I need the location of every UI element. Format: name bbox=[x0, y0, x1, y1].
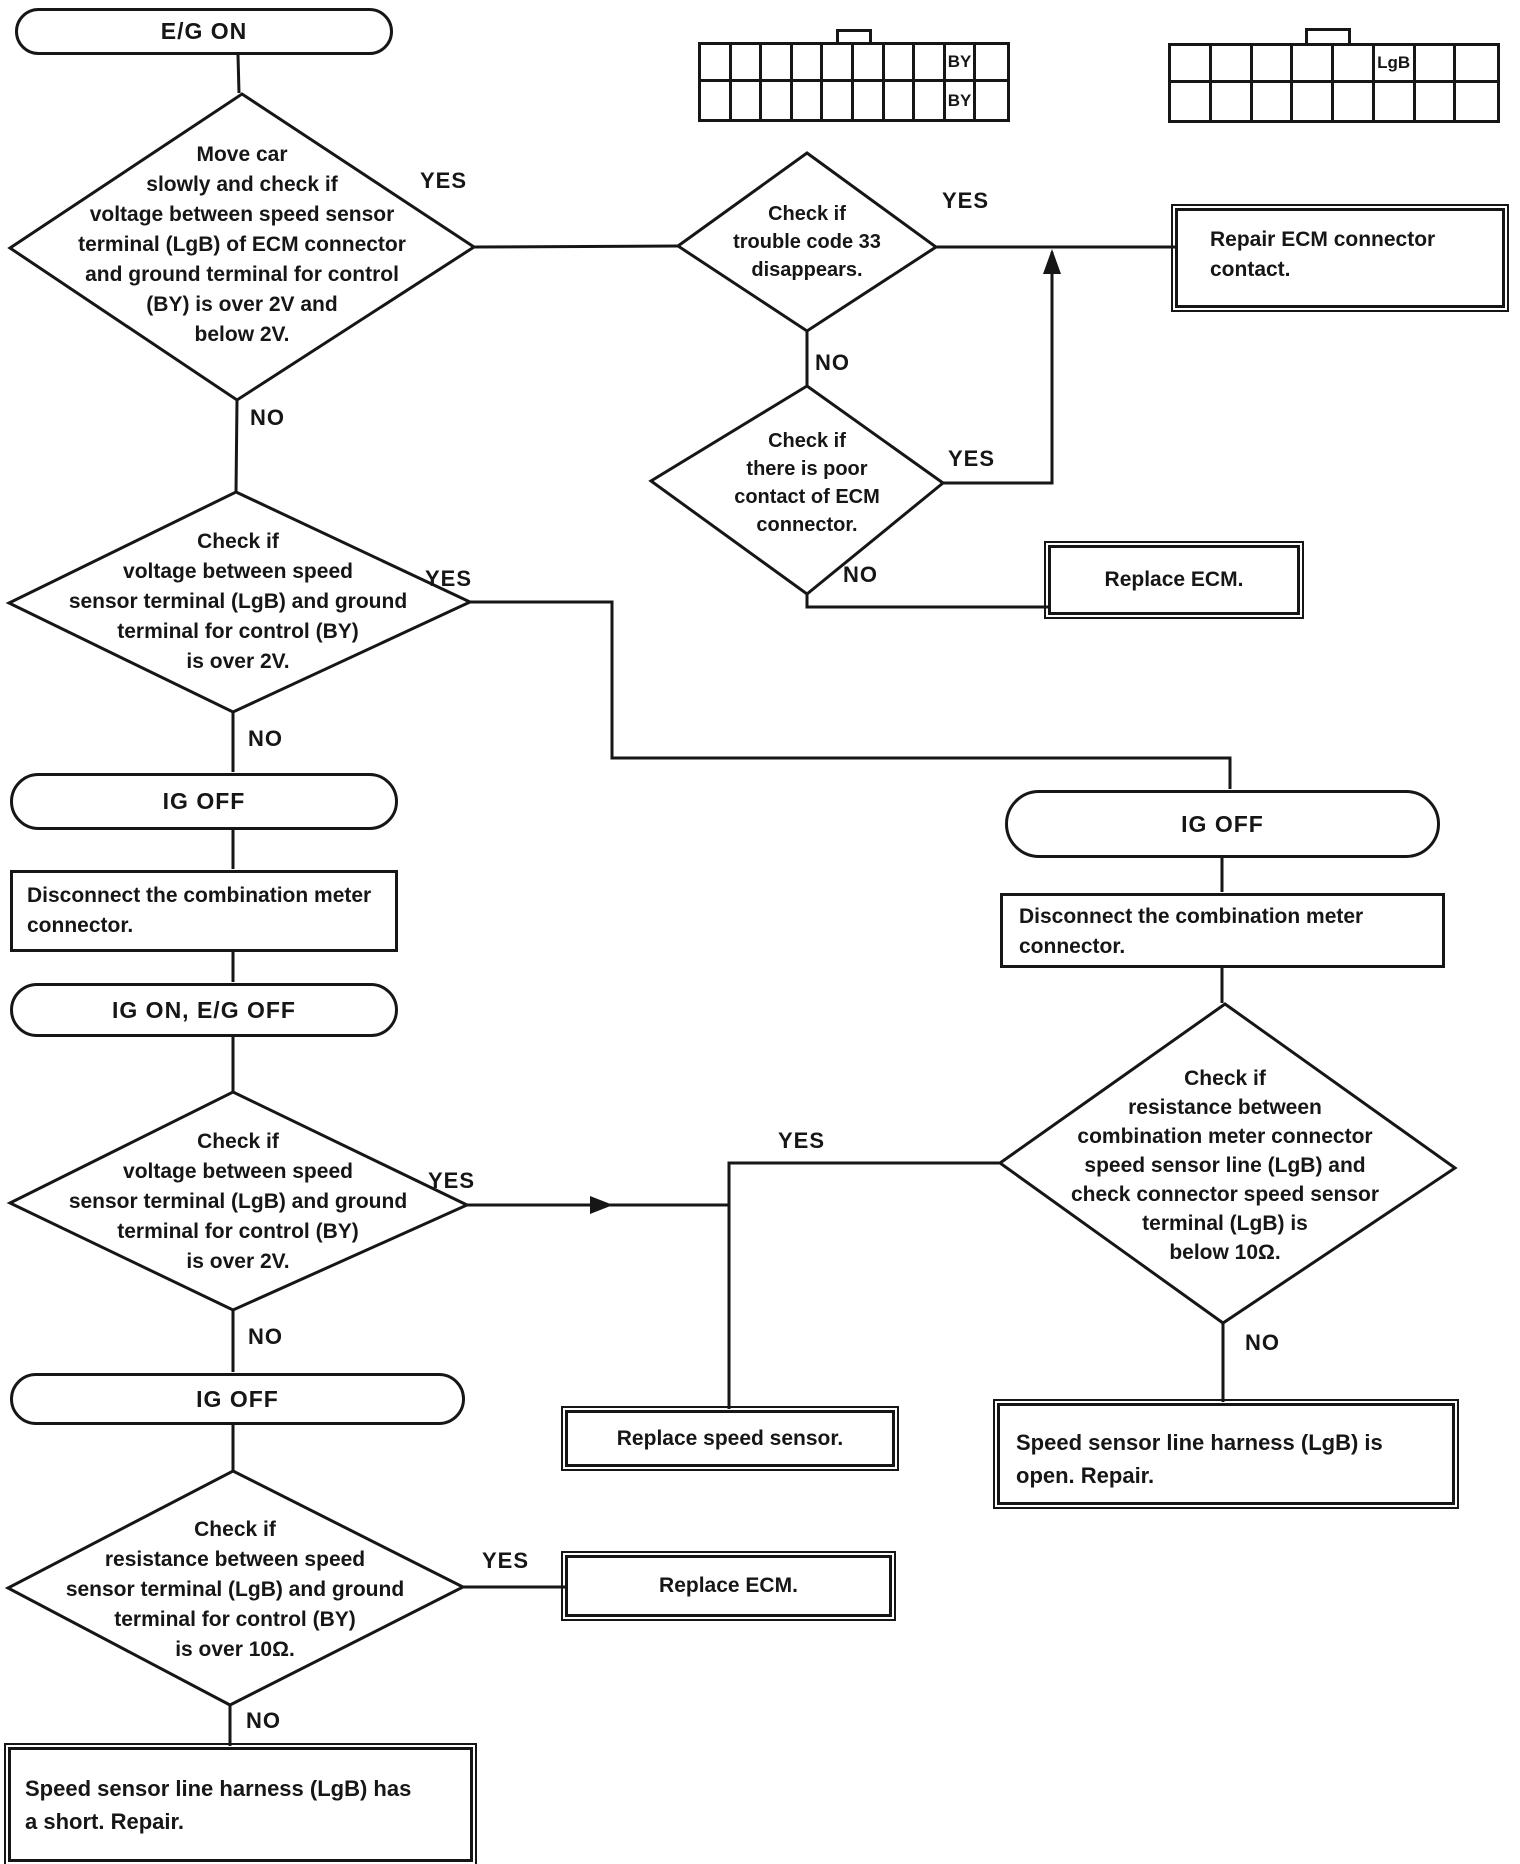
terminator-ig-off-right: IG OFF bbox=[1005, 790, 1440, 858]
arrow-up-icon bbox=[1043, 249, 1061, 274]
pin-lgb: LgB bbox=[1374, 46, 1416, 83]
pin-by-1: BY bbox=[945, 45, 977, 82]
label-code33-yes: YES bbox=[942, 188, 990, 213]
ecm-connector-pinout: BY BY bbox=[698, 42, 1010, 122]
check-connector-pinout: LgB bbox=[1168, 43, 1500, 123]
terminator-eg-on: E/G ON bbox=[15, 8, 393, 55]
terminator-ig-off-2: IG OFF bbox=[10, 1373, 465, 1425]
label-d4-yes: YES bbox=[482, 1548, 530, 1573]
label-d3-yes: YES bbox=[428, 1168, 476, 1193]
decision-voltage-over-2v-2: Check if voltage between speed sensor te… bbox=[68, 1130, 408, 1273]
label-d1-no: NO bbox=[250, 405, 285, 430]
decision-resistance-over-10ohm: Check if resistance between speed sensor… bbox=[65, 1518, 405, 1661]
label-d1-yes: YES bbox=[420, 168, 468, 193]
process-disconnect-meter-right: Disconnect the combination meter connect… bbox=[1000, 893, 1445, 968]
label-d4-no: NO bbox=[246, 1708, 281, 1733]
process-disconnect-meter-left: Disconnect the combination meter connect… bbox=[10, 870, 398, 952]
decision-poor-contact: Check if there is poor contact of ECM co… bbox=[734, 430, 880, 536]
label-d2-yes: YES bbox=[425, 566, 473, 591]
decision-move-car-voltage: Move car slowly and check if voltage bet… bbox=[78, 143, 406, 346]
label-right-yes: YES bbox=[778, 1128, 826, 1153]
edge-right-yes bbox=[727, 1161, 1000, 1409]
label-right-no: NO bbox=[1245, 1330, 1280, 1355]
label-poor-no: NO bbox=[843, 562, 878, 587]
result-replace-ecm-top: Replace ECM. bbox=[1044, 541, 1304, 619]
label-d3-no: NO bbox=[248, 1324, 283, 1349]
pin-by-2: BY bbox=[946, 82, 977, 119]
decision-resistance-below-10ohm: Check if resistance between combination … bbox=[1070, 1067, 1380, 1264]
label-code33-no: NO bbox=[815, 350, 850, 375]
decision-trouble-code-33: Check if trouble code 33 disappears. bbox=[733, 203, 881, 281]
terminator-ig-off-1: IG OFF bbox=[10, 773, 398, 830]
result-replace-speed-sensor: Replace speed sensor. bbox=[561, 1406, 899, 1471]
edge-d1-no bbox=[234, 399, 239, 493]
label-poor-yes: YES bbox=[948, 446, 996, 471]
edge-d2-yes bbox=[470, 600, 1232, 789]
edge-poor-yes bbox=[943, 252, 1054, 485]
edge-d1-yes bbox=[473, 244, 679, 249]
result-repair-ecm-connector-contact: Repair ECM connector contact. bbox=[1171, 204, 1509, 312]
label-d2-no: NO bbox=[248, 726, 283, 751]
edge-start-d1 bbox=[236, 54, 241, 94]
edge-poor-no bbox=[805, 594, 1048, 609]
arrow-right-icon bbox=[590, 1196, 613, 1214]
decision-voltage-over-2v-1: Check if voltage between speed sensor te… bbox=[68, 530, 408, 673]
terminator-ig-on-eg-off: IG ON, E/G OFF bbox=[10, 983, 398, 1037]
result-harness-open: Speed sensor line harness (LgB) is open.… bbox=[993, 1399, 1459, 1509]
result-replace-ecm-bottom: Replace ECM. bbox=[561, 1551, 896, 1621]
ecm-connector-tab bbox=[836, 29, 872, 45]
check-connector-tab bbox=[1305, 28, 1351, 45]
result-harness-short: Speed sensor line harness (LgB) has a sh… bbox=[4, 1743, 477, 1864]
